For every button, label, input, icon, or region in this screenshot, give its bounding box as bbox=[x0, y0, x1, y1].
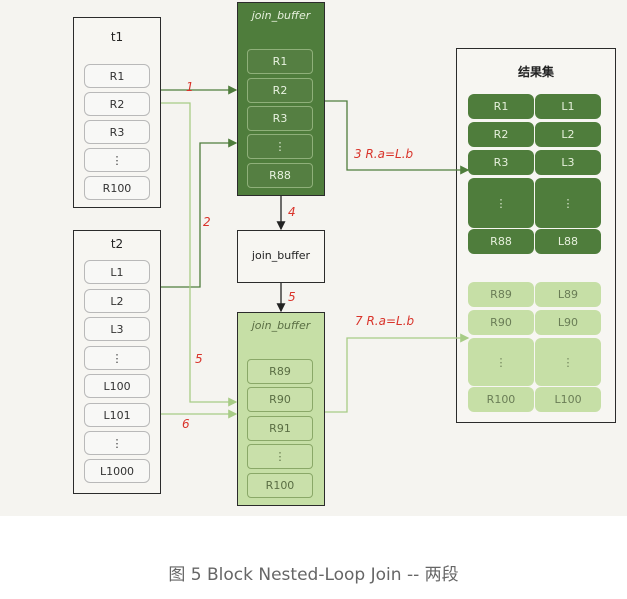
join-buffer-row: R88 bbox=[247, 163, 313, 188]
arrow-step3 bbox=[325, 100, 470, 175]
result-cell: L90 bbox=[535, 310, 601, 335]
result-cell: L89 bbox=[535, 282, 601, 307]
table-t1-title: t1 bbox=[110, 30, 124, 44]
arrow-step7 bbox=[325, 333, 470, 413]
join-buffer-row: R90 bbox=[247, 387, 313, 412]
t1-row: R3 bbox=[84, 120, 150, 144]
join-buffer-first-title: join_buffer bbox=[251, 9, 311, 22]
t2-row: ⋮ bbox=[84, 431, 150, 455]
step-label-5: 5 bbox=[288, 290, 296, 304]
result-cell: R90 bbox=[468, 310, 534, 335]
join-buffer-second-title: join_buffer bbox=[251, 319, 311, 332]
result-set-title: 结果集 bbox=[517, 65, 554, 79]
join-buffer-row: R3 bbox=[247, 106, 313, 131]
result-cell: R89 bbox=[468, 282, 534, 307]
arrow-step5-load bbox=[161, 102, 238, 407]
join-buffer-row: R89 bbox=[247, 359, 313, 384]
join-buffer-row: R2 bbox=[247, 78, 313, 103]
t2-row: L100 bbox=[84, 374, 150, 398]
step-label-5-load: 5 bbox=[195, 352, 203, 366]
result-cell: L88 bbox=[535, 229, 601, 254]
result-cell: L100 bbox=[535, 387, 601, 412]
table-t2-title: t2 bbox=[110, 237, 124, 251]
result-cell: L1 bbox=[535, 94, 601, 119]
t2-row: L101 bbox=[84, 403, 150, 427]
step-label-4: 4 bbox=[288, 205, 296, 219]
result-cell: R2 bbox=[468, 122, 534, 147]
result-cell: L2 bbox=[535, 122, 601, 147]
join-buffer-first: join_buffer R1 R2 R3 ⋮ R88 bbox=[237, 2, 325, 196]
t1-row: R100 bbox=[84, 176, 150, 200]
result-set: 结果集 R1 L1 R2 L2 R3 L3 ⋮ ⋮ R88 L88 R89 L8… bbox=[456, 48, 616, 423]
t1-row: ⋮ bbox=[84, 148, 150, 172]
result-cell: R1 bbox=[468, 94, 534, 119]
t2-row: L1000 bbox=[84, 459, 150, 483]
join-buffer-row: R100 bbox=[247, 473, 313, 498]
join-buffer-cleared: join_buffer bbox=[237, 230, 325, 283]
result-cell: R100 bbox=[468, 387, 534, 412]
join-buffer-row: ⋮ bbox=[247, 444, 313, 469]
step-label-1: 1 bbox=[186, 80, 194, 94]
result-cell: ⋮ bbox=[535, 178, 601, 228]
result-cell: R88 bbox=[468, 229, 534, 254]
result-cell: L3 bbox=[535, 150, 601, 175]
step-label-2: 2 bbox=[203, 215, 211, 229]
t2-row: L1 bbox=[84, 260, 150, 284]
flow-arrows bbox=[161, 85, 470, 419]
result-cell: R3 bbox=[468, 150, 534, 175]
join-buffer-second: join_buffer R89 R90 R91 ⋮ R100 bbox=[237, 312, 325, 506]
step-label-6: 6 bbox=[182, 417, 190, 431]
join-buffer-cleared-title: join_buffer bbox=[251, 249, 311, 262]
t2-row: ⋮ bbox=[84, 346, 150, 370]
result-cell: ⋮ bbox=[468, 338, 534, 386]
t2-row: L2 bbox=[84, 289, 150, 313]
t1-row: R1 bbox=[84, 64, 150, 88]
join-buffer-row: R91 bbox=[247, 416, 313, 441]
result-cell: ⋮ bbox=[535, 338, 601, 386]
step-label-3: 3 R.a=L.b bbox=[354, 147, 414, 161]
table-t2: t2 L1 L2 L3 ⋮ L100 L101 ⋮ L1000 bbox=[73, 230, 161, 494]
t1-row: R2 bbox=[84, 92, 150, 116]
table-t1: t1 R1 R2 R3 ⋮ R100 bbox=[73, 17, 161, 208]
figure-caption: 图 5 Block Nested-Loop Join -- 两段 bbox=[168, 565, 459, 585]
join-buffer-row: R1 bbox=[247, 49, 313, 74]
join-buffer-row: ⋮ bbox=[247, 134, 313, 159]
step-label-7: 7 R.a=L.b bbox=[355, 314, 415, 328]
t2-row: L3 bbox=[84, 317, 150, 341]
result-cell: ⋮ bbox=[468, 178, 534, 228]
arrow-step2 bbox=[161, 138, 238, 288]
